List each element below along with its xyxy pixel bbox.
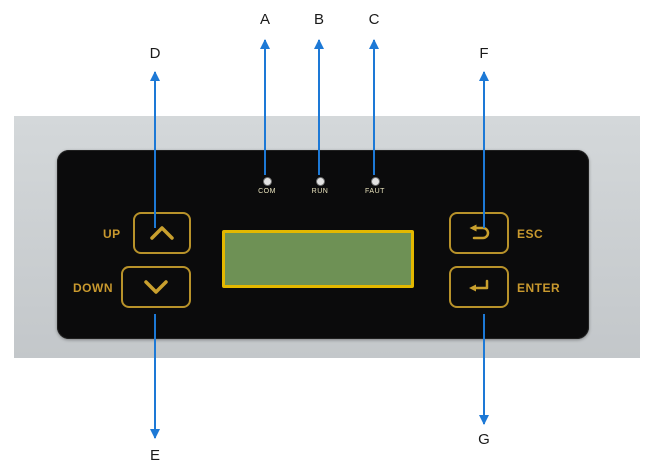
enter-arrow-icon <box>469 279 489 292</box>
fault-led: FAUT <box>353 178 397 196</box>
callout-label-c: C <box>368 11 380 28</box>
run-led-dot <box>316 178 324 185</box>
callout-label-a: A <box>259 11 271 28</box>
down-button[interactable] <box>121 266 191 308</box>
up-button[interactable] <box>133 212 191 254</box>
chevron-down-icon <box>144 280 168 294</box>
enter-button[interactable] <box>449 266 509 308</box>
fault-led-label: FAUT <box>365 188 385 195</box>
callout-label-g: G <box>478 431 490 448</box>
run-led-label: RUN <box>311 188 329 195</box>
back-arrow-icon <box>469 224 490 240</box>
enter-button-label: ENTER <box>517 281 561 295</box>
callout-label-b: B <box>313 11 325 28</box>
esc-button[interactable] <box>449 212 509 254</box>
up-button-label: UP <box>103 227 121 241</box>
callout-label-f: F <box>479 45 489 62</box>
run-led: RUN <box>298 178 342 196</box>
lcd-display <box>222 230 414 288</box>
down-button-label: DOWN <box>73 281 113 295</box>
control-panel: COM RUN FAUT UP DOWN ESC ENTER <box>57 150 589 339</box>
chevron-up-icon <box>150 226 174 240</box>
esc-button-label: ESC <box>517 227 544 241</box>
com-led-dot <box>263 178 271 185</box>
com-led: COM <box>245 178 289 196</box>
callout-label-d: D <box>149 45 161 62</box>
com-led-label: COM <box>258 188 276 195</box>
callout-label-e: E <box>149 447 161 464</box>
fault-led-dot <box>371 178 379 185</box>
